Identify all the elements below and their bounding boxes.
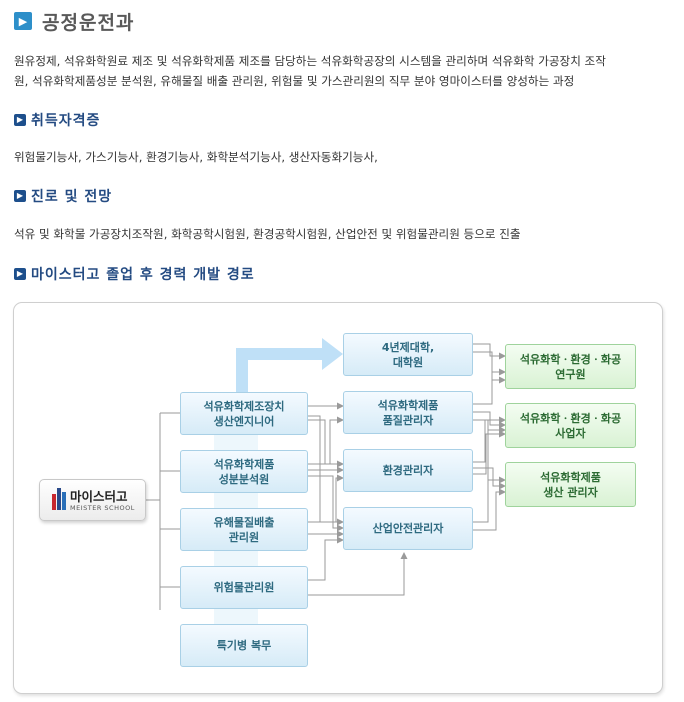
mid-role-box: 산업안전관리자 (343, 507, 473, 550)
top-role-box: 석유화학제품 생산 관리자 (505, 462, 636, 507)
certificates-title: 취득자격증 (31, 113, 101, 129)
top-role-box: 석유화학ㆍ환경ㆍ화공 연구원 (505, 344, 636, 389)
mid-role-box: 4년제대학, 대학원 (343, 333, 473, 376)
page-title: 공정운전과 (42, 11, 135, 34)
meister-school-logo: 마이스터고 MEISTER SCHOOL (39, 479, 146, 521)
career-text: 석유 및 화학물 가공장치조작원, 화학공학시험원, 환경공학시험원, 산업안전… (14, 227, 521, 241)
path-heading: ▶ 마이스터고 졸업 후 경력 개발 경로 (14, 264, 255, 284)
path-title: 마이스터고 졸업 후 경력 개발 경로 (31, 267, 255, 283)
certificates-heading: ▶ 취득자격증 (14, 110, 100, 130)
logo-name: 마이스터고 (70, 489, 128, 504)
big-arrow-university (236, 338, 343, 392)
logo-bars-icon (52, 488, 66, 510)
mid-role-box: 환경관리자 (343, 449, 473, 492)
top-role-box: 석유화학ㆍ환경ㆍ화공 사업자 (505, 403, 636, 448)
mid-role-box: 석유화학제품 품질관리자 (343, 391, 473, 434)
career-heading: ▶ 진로 및 전망 (14, 186, 112, 206)
page-title-row: ▶ 공정운전과 (14, 8, 134, 34)
entry-job-box: 석유화학제조장치 생산엔지니어 (180, 392, 308, 435)
career-title: 진로 및 전망 (31, 189, 113, 205)
chevron-right-icon: ▶ (14, 12, 32, 30)
description-line-2: 원, 석유화학제품성분 분석원, 유해물질 배출 관리원, 위험물 및 가스관리… (14, 74, 575, 88)
certificates-text: 위험물기능사, 가스기능사, 환경기능사, 화학분석기능사, 생산자동화기능사, (14, 150, 378, 164)
entry-job-box: 위험물관리원 (180, 566, 308, 609)
chevron-right-icon: ▶ (14, 114, 26, 126)
course-description: 원유정제, 석유화학원료 제조 및 석유화학제품 제조를 담당하는 석유화학공장… (14, 51, 678, 91)
chevron-right-icon: ▶ (14, 268, 26, 280)
description-line-1: 원유정제, 석유화학원료 제조 및 석유화학제품 제조를 담당하는 석유화학공장… (14, 54, 606, 68)
logo-subtitle: MEISTER SCHOOL (70, 504, 135, 512)
entry-job-box: 유해물질배출 관리원 (180, 508, 308, 551)
entry-job-box: 석유화학제품 성분분석원 (180, 450, 308, 493)
entry-job-box: 특기병 복무 (180, 624, 308, 667)
chevron-right-icon: ▶ (14, 190, 26, 202)
